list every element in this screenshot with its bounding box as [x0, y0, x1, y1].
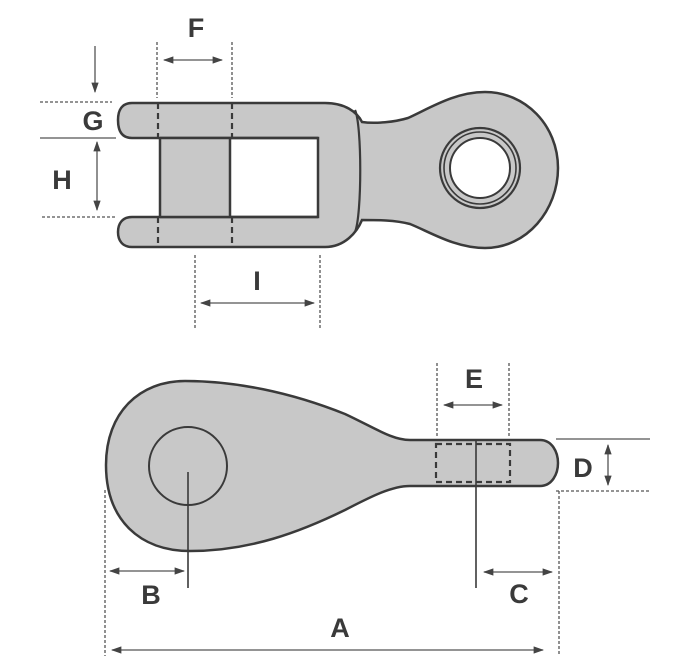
label-c: C	[509, 579, 529, 609]
label-g: G	[82, 106, 103, 136]
label-i: I	[253, 266, 261, 296]
label-a: A	[330, 613, 350, 643]
top-view: F G H I	[40, 13, 560, 328]
label-h: H	[52, 165, 72, 195]
label-f: F	[188, 13, 205, 43]
pin-block	[160, 138, 230, 217]
eye-body	[104, 379, 560, 553]
hidden-pin-hole	[434, 442, 512, 484]
side-view: E D C B A	[104, 363, 650, 656]
label-e: E	[465, 364, 483, 394]
label-d: D	[573, 453, 593, 483]
eye-hole	[449, 137, 511, 199]
label-b: B	[141, 580, 161, 610]
